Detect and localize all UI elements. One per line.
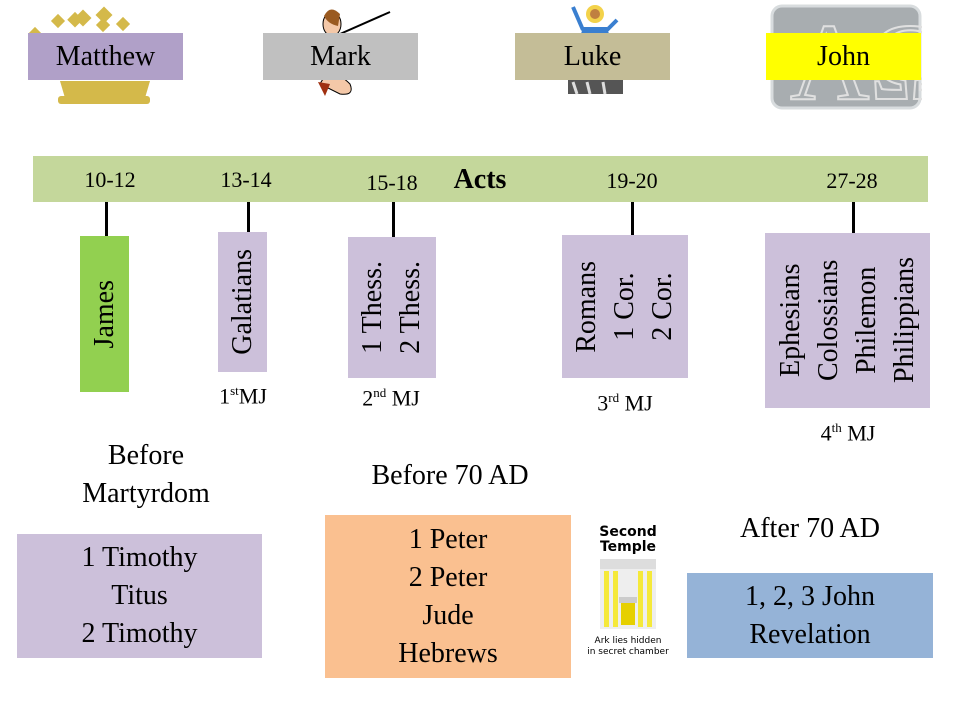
gospel-label: John (817, 40, 870, 72)
chapter-label: 10-12 (84, 167, 136, 192)
connector-line (392, 202, 395, 237)
epistle-prison: Ephesians Colossians Philemon Philippian… (765, 233, 930, 408)
journey-label-1: 1stMJ (219, 383, 267, 409)
gospel-mark: Mark (263, 33, 418, 80)
book: 1, 2, 3 John (745, 580, 875, 612)
temple-icon (600, 559, 656, 629)
book: Jude (422, 599, 474, 631)
epistle-label: James (88, 279, 120, 349)
epistle-label: Galatians (226, 249, 258, 355)
chapter-label: 15-18 (366, 170, 418, 195)
epistle-label: Romans 1 Cor. 2 Cor. (571, 260, 678, 353)
temple-caption: in secret chamber (587, 647, 669, 657)
gospel-label: Matthew (55, 40, 156, 72)
book: Revelation (749, 618, 871, 650)
epistle-james: James (80, 236, 129, 392)
temple-caption: Ark lies hidden (594, 636, 662, 646)
connector-line (631, 202, 634, 235)
gospel-label: Luke (563, 40, 622, 72)
book: 1 Timothy (81, 542, 198, 573)
chapter-label: 13-14 (220, 167, 272, 192)
gospel-label: Mark (310, 40, 371, 72)
epistle-romans-corinthians: Romans 1 Cor. 2 Cor. (562, 235, 688, 378)
book: Hebrews (398, 637, 498, 669)
book: 2 Timothy (81, 618, 198, 649)
epistle-galatians: Galatians (218, 232, 267, 372)
heading-after-70: After 70 AD (740, 513, 880, 544)
book: Titus (111, 580, 168, 611)
connector-line (852, 202, 855, 233)
temple-title: Temple (599, 539, 657, 555)
temple-title: Second (599, 524, 657, 540)
journey-label-4: 4th MJ (820, 420, 876, 446)
journey-label-2: 2nd MJ (362, 385, 420, 411)
gospel-john: John (766, 33, 921, 80)
book: 1 Peter (408, 523, 488, 555)
jesus-icon (568, 5, 623, 95)
chapter-label: 27-28 (826, 168, 878, 193)
acts-timeline-bar (33, 156, 928, 202)
connector-line (105, 202, 108, 236)
book: 2 Peter (408, 561, 488, 593)
second-temple-image: Second Temple Ark lies hidden in secret … (586, 525, 670, 667)
epistle-label: Ephesians Colossians Philemon Philippian… (774, 257, 920, 384)
gospel-luke: Luke (515, 33, 670, 80)
connector-line (247, 202, 250, 232)
heading-before-70: Before 70 AD (371, 460, 529, 491)
gospel-matthew: Matthew (28, 33, 183, 80)
journey-label-3: 3rd MJ (597, 390, 653, 416)
acts-label: Acts (453, 164, 507, 195)
chapter-label: 19-20 (606, 168, 658, 193)
epistle-label: 1 Thess. 2 Thess. (357, 261, 426, 354)
epistle-thessalonians: 1 Thess. 2 Thess. (348, 237, 436, 378)
crown-icon (30, 6, 180, 106)
